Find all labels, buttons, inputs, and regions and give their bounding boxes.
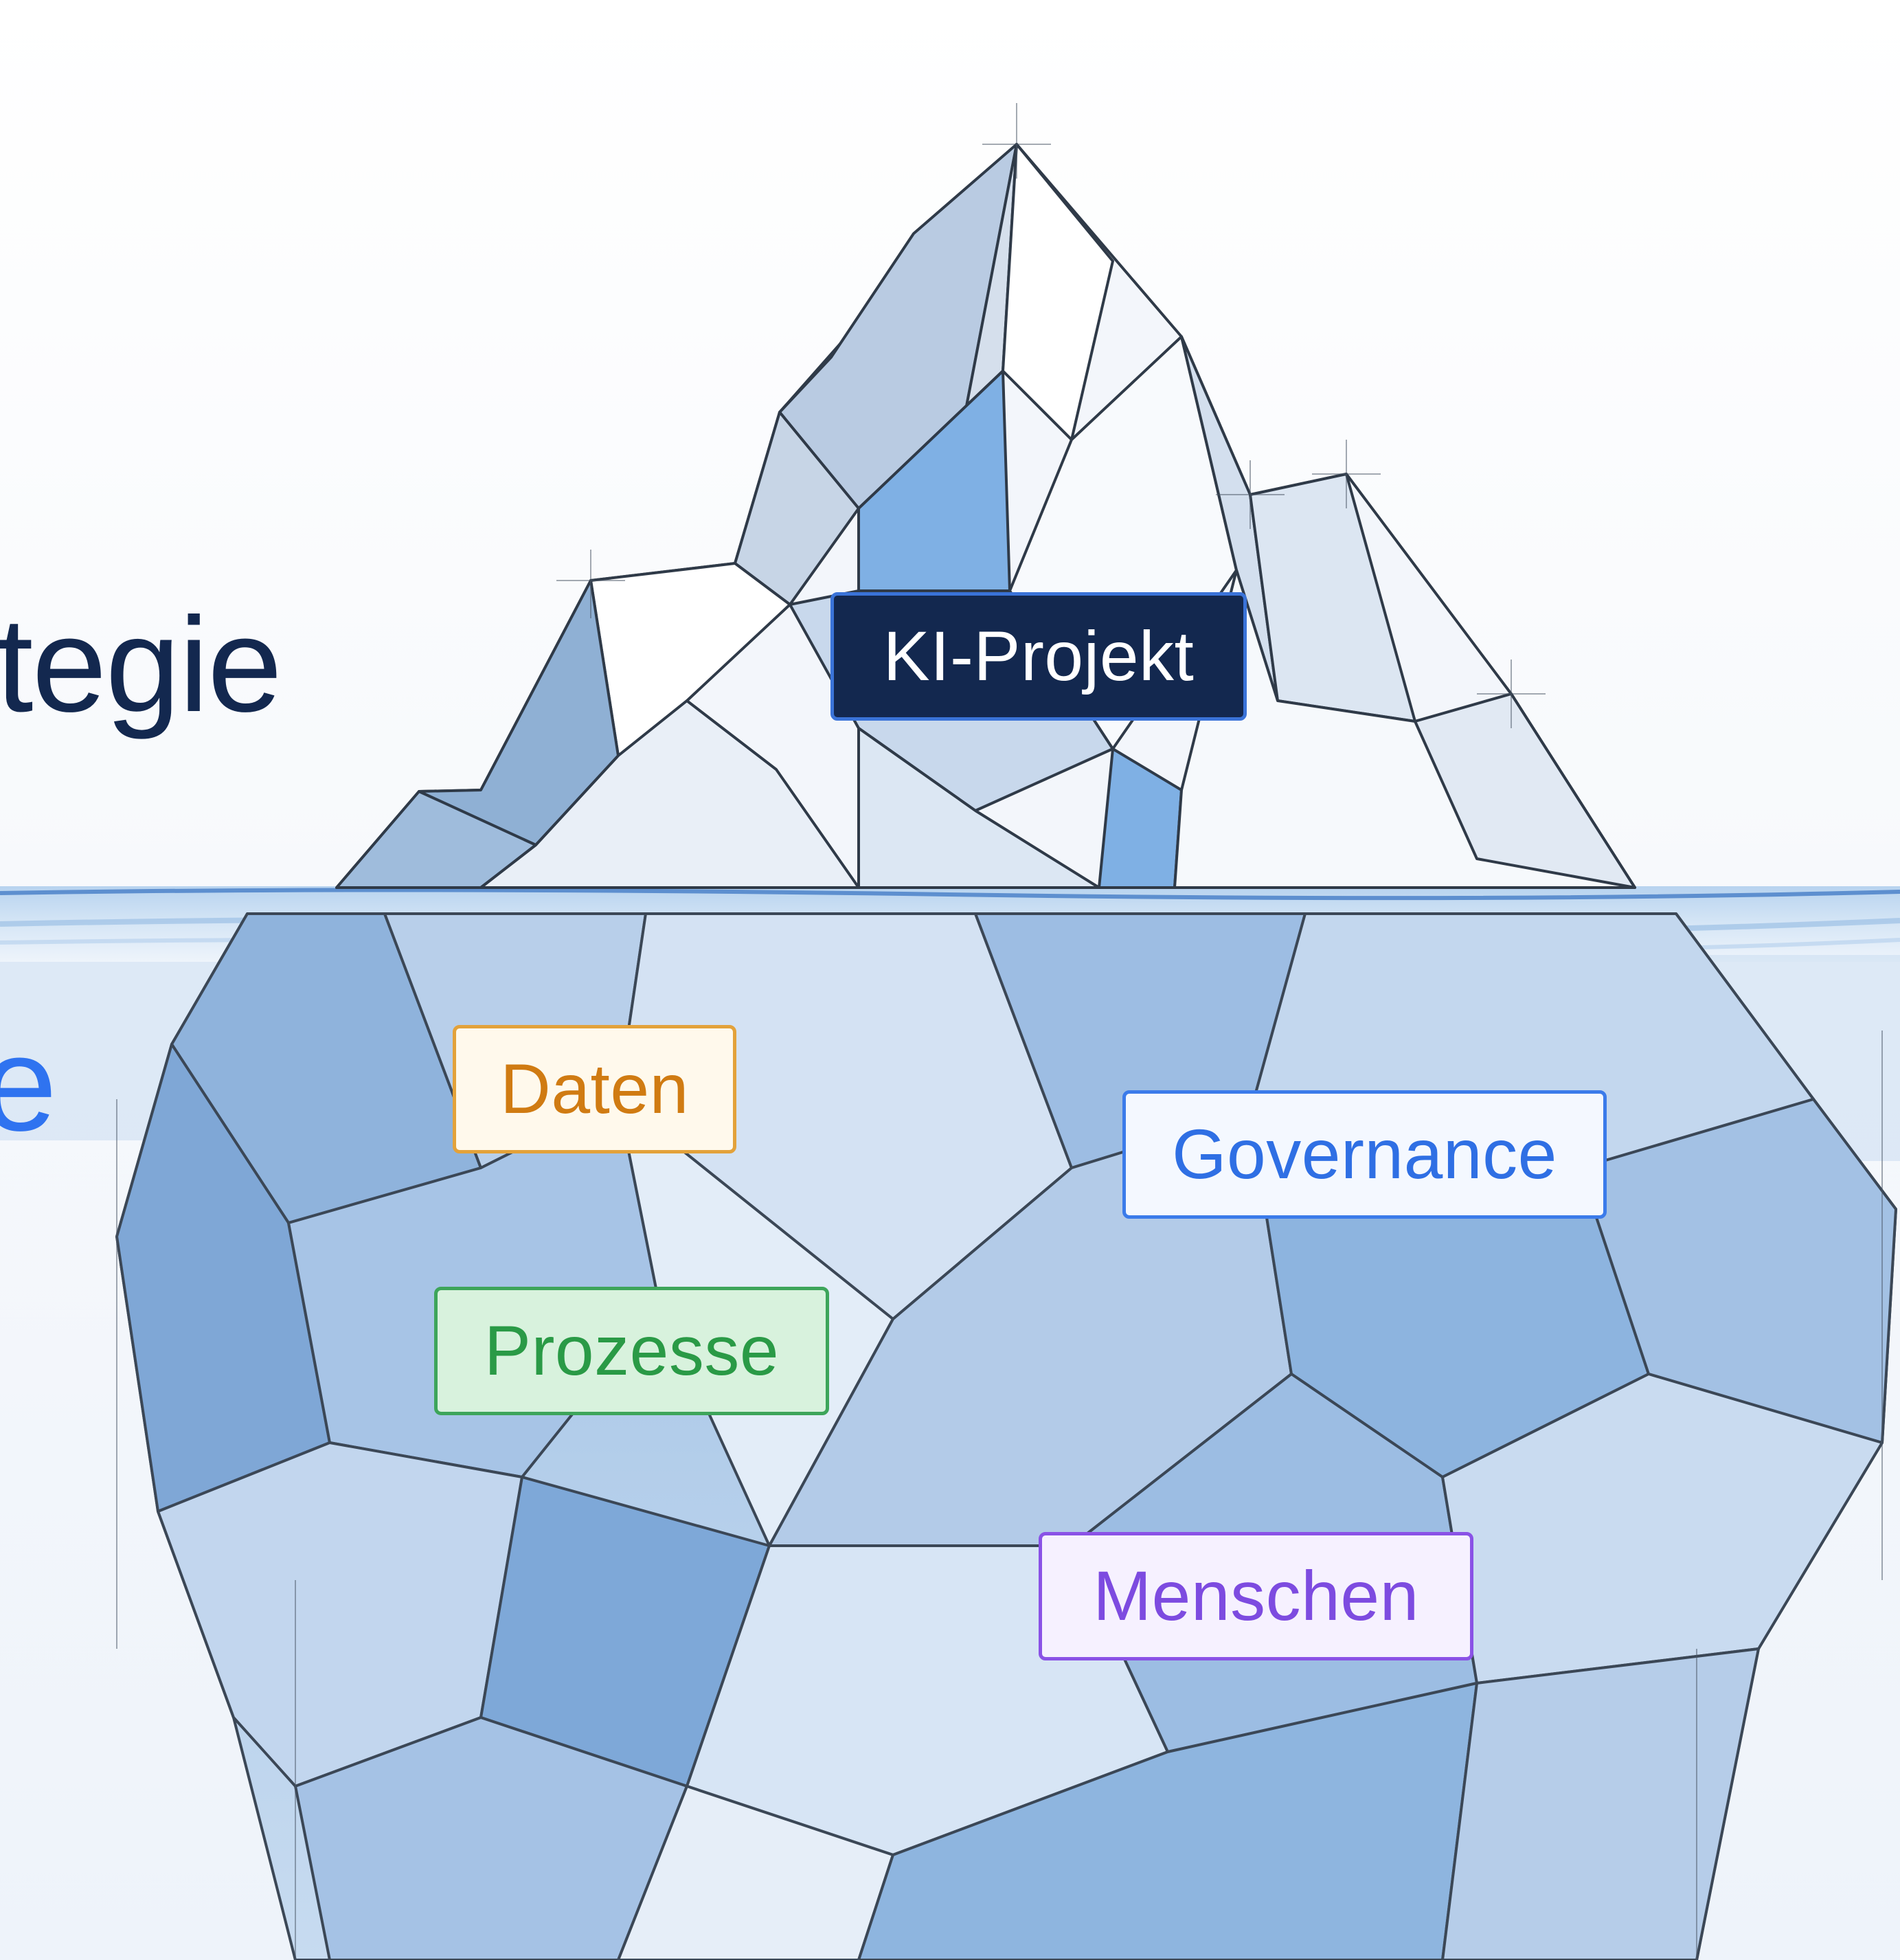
- label-daten: Daten: [453, 1025, 736, 1153]
- title-fragment: tegie: [0, 589, 282, 740]
- label-menschen: Menschen: [1039, 1532, 1473, 1660]
- iceberg-underwater: [115, 912, 1897, 1960]
- sketch-strokes: [116, 103, 1883, 1960]
- label-prozesse: Prozesse: [434, 1287, 829, 1415]
- label-ki-projekt: KI-Projekt: [830, 592, 1247, 721]
- label-governance: Governance: [1122, 1090, 1607, 1219]
- subtitle-fragment: e: [0, 1009, 58, 1159]
